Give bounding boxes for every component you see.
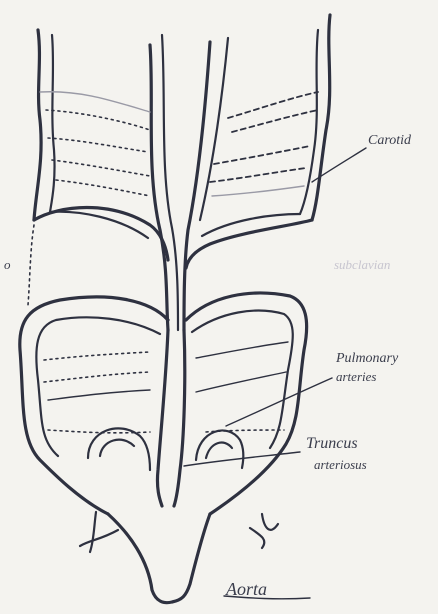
label-margin-mark: o	[4, 258, 11, 271]
label-carotid: Carotid	[368, 134, 411, 148]
truncus-bottom	[80, 330, 278, 603]
lower-left-arch	[20, 297, 168, 514]
label-pulmonary-line-2: arteries	[336, 370, 376, 383]
central-vessels	[150, 35, 228, 330]
label-truncus-line-2: arteriosus	[314, 458, 367, 471]
right-carotid-vessel	[300, 15, 330, 220]
label-subclavian: subclavian	[334, 258, 390, 271]
label-pulmonary-line-1: Pulmonary	[336, 352, 398, 366]
pulmonary-loops	[88, 428, 243, 470]
left-carotid-vessel	[34, 30, 55, 220]
lower-right-arch	[186, 293, 307, 514]
label-aorta: Aorta	[226, 580, 267, 598]
label-truncus-line-1: Truncus	[306, 436, 358, 452]
right-upper-arch	[186, 92, 318, 268]
left-dotted-connector	[28, 225, 34, 305]
